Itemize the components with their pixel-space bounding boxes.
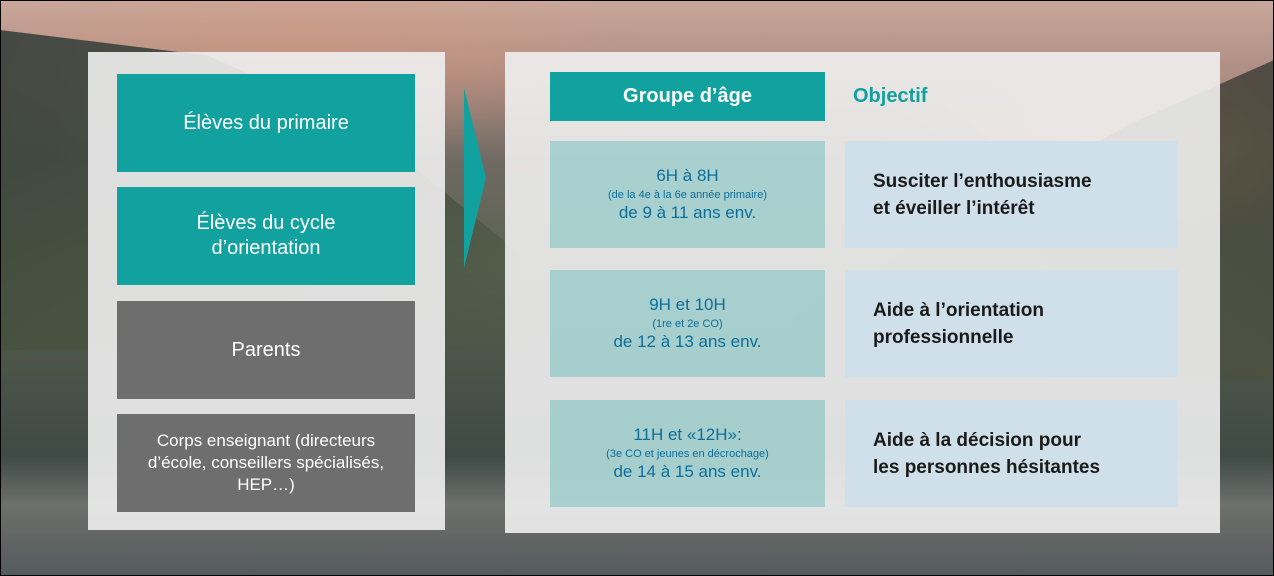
audience-orientation-cycle-students: Élèves du cycle d’orientation bbox=[117, 187, 415, 285]
age-group-row-3: 11H et «12H»: (3e CO et jeunes en décroc… bbox=[550, 400, 825, 507]
objective-line: professionnelle bbox=[873, 326, 1014, 348]
age-group-row-2: 9H et 10H (1re et 2e CO) de 12 à 13 ans … bbox=[550, 270, 825, 377]
objective-line: et éveiller l’intérêt bbox=[873, 197, 1035, 219]
objective-row-2: Aide à l’orientation professionnelle bbox=[845, 270, 1178, 377]
header-age-group: Groupe d’âge bbox=[550, 72, 825, 121]
objective-row-3: Aide à la décision pour les personnes hé… bbox=[845, 400, 1178, 507]
header-age-group-label: Groupe d’âge bbox=[623, 85, 752, 107]
audience-label: Parents bbox=[231, 338, 301, 361]
objective-line: Aide à l’orientation bbox=[873, 299, 1045, 321]
age-detail: (de la 4e à la 6e année primaire) bbox=[608, 189, 767, 201]
objective-line: les personnes hésitantes bbox=[873, 456, 1101, 478]
age-range: de 9 à 11 ans env. bbox=[618, 203, 757, 222]
age-grades: 6H à 8H bbox=[656, 166, 719, 185]
audience-primary-students: Élèves du primaire bbox=[117, 74, 415, 172]
audience-teaching-staff: Corps enseignant (directeurs d’école, co… bbox=[117, 414, 415, 512]
age-group-row-1: 6H à 8H (de la 4e à la 6e année primaire… bbox=[550, 141, 825, 248]
age-range: de 12 à 13 ans env. bbox=[613, 332, 762, 351]
objective-row-1: Susciter l’enthousiasme et éveiller l’in… bbox=[845, 141, 1178, 248]
age-detail: (1re et 2e CO) bbox=[652, 318, 723, 330]
chevron-right-icon bbox=[464, 88, 486, 268]
header-objective-label: Objectif bbox=[853, 85, 928, 107]
age-detail: (3e CO et jeunes en décrochage) bbox=[606, 448, 769, 460]
objective-line: Aide à la décision pour bbox=[873, 429, 1081, 451]
header-objective: Objectif bbox=[853, 72, 927, 121]
age-range: de 14 à 15 ans env. bbox=[613, 462, 762, 481]
objective-line: Susciter l’enthousiasme bbox=[873, 170, 1092, 192]
age-grades: 9H et 10H bbox=[649, 295, 726, 314]
audience-label: Corps enseignant (directeurs d’école, co… bbox=[147, 431, 385, 494]
audience-parents: Parents bbox=[117, 301, 415, 399]
audience-label: Élèves du cycle d’orientation bbox=[196, 212, 336, 259]
audience-label: Élèves du primaire bbox=[183, 111, 349, 134]
age-grades: 11H et «12H»: bbox=[633, 425, 742, 444]
